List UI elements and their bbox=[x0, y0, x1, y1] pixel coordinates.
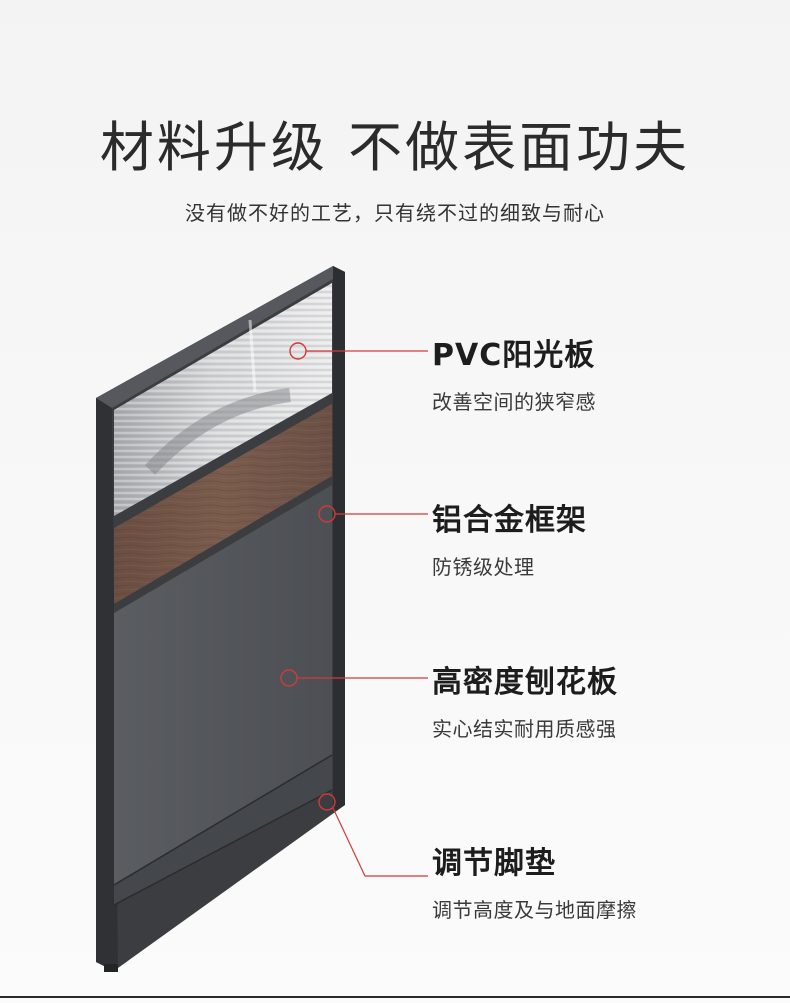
frame-top-rail bbox=[96, 266, 345, 408]
callout-aluminum bbox=[318, 505, 428, 523]
frame-bottom-rail bbox=[114, 755, 332, 905]
adjustable-foot bbox=[104, 964, 118, 972]
feature-desc: 调节高度及与地面摩擦 bbox=[432, 898, 637, 922]
frame-left-upright bbox=[96, 398, 118, 968]
feature-aluminum-frame: 铝合金框架 防锈级处理 bbox=[432, 495, 587, 580]
frame-right-upright bbox=[333, 266, 345, 812]
callout-particleboard bbox=[280, 669, 428, 687]
feature-title: 高密度刨花板 bbox=[432, 665, 618, 700]
feature-pvc: PVC阳光板 改善空间的狭窄感 bbox=[432, 330, 596, 415]
feature-particleboard: 高密度刨花板 实心结实耐用质感强 bbox=[432, 657, 618, 742]
feature-adjustable-foot: 调节脚垫 调节高度及与地面摩擦 bbox=[432, 838, 637, 923]
feature-title: PVC阳光板 bbox=[432, 338, 596, 373]
callout-pvc bbox=[289, 342, 428, 360]
page-subtitle: 没有做不好的工艺，只有绕不过的细致与耐心 bbox=[185, 201, 605, 225]
fabric-panel bbox=[114, 485, 332, 885]
feature-desc: 改善空间的狭窄感 bbox=[432, 390, 596, 414]
feature-title: 铝合金框架 bbox=[432, 503, 587, 538]
callout-foot bbox=[318, 793, 428, 877]
feature-desc: 实心结实耐用质感强 bbox=[432, 717, 617, 741]
feature-title: 调节脚垫 bbox=[432, 846, 556, 881]
feature-desc: 防锈级处理 bbox=[432, 555, 535, 579]
bottom-divider bbox=[0, 996, 790, 998]
page-title: 材料升级 不做表面功夫 bbox=[99, 116, 691, 179]
